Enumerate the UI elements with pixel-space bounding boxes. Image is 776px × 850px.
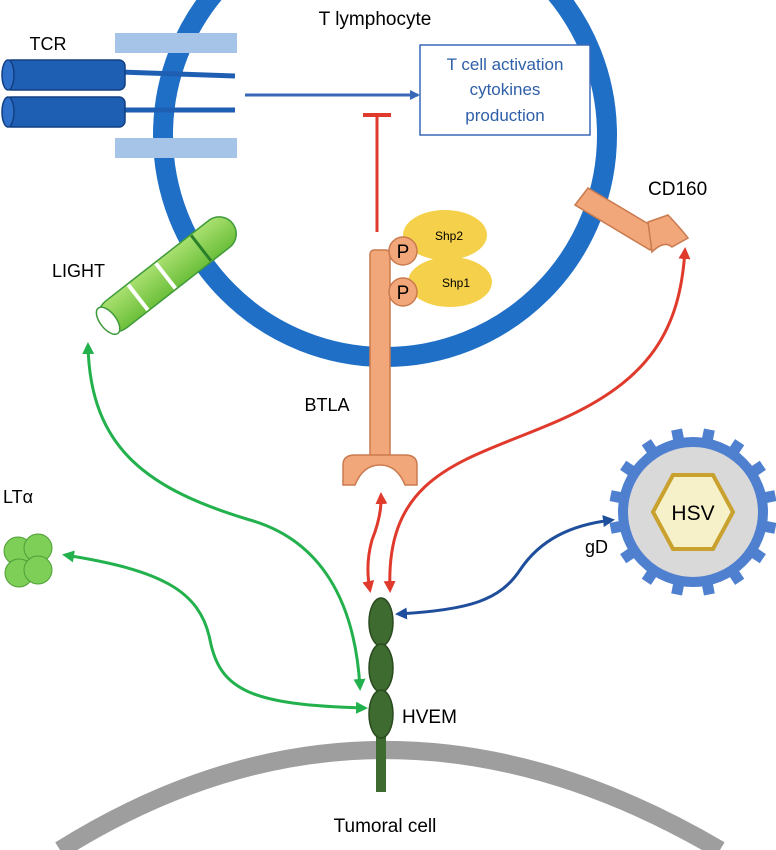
- light-segment-1: [126, 283, 150, 312]
- activation-label-line1: T cell activation: [447, 55, 564, 74]
- tcr-band-bottom: [115, 138, 237, 158]
- arrow-hvem-gd: [395, 515, 615, 620]
- activation-label-line3: production: [465, 106, 544, 125]
- hsv-label: HSV: [671, 502, 714, 525]
- btla-head: [342, 454, 418, 486]
- shp2-label: Shp2: [435, 229, 463, 243]
- arrow-hvem-btla: [362, 492, 388, 593]
- arrow-hvem-cd160: [383, 247, 691, 593]
- gd-label: gD: [585, 537, 608, 557]
- shp1-label: Shp1: [442, 276, 470, 290]
- arrow-hvem-lta: [62, 550, 368, 714]
- tcr-chain-lower: [4, 96, 126, 128]
- light-end: [95, 306, 121, 336]
- lta-label: LTα: [3, 487, 33, 507]
- btla-stalk: [369, 249, 391, 461]
- cd160-label: CD160: [648, 179, 707, 200]
- light-label: LIGHT: [52, 261, 105, 281]
- phospho-1-label: P: [397, 242, 410, 263]
- t-lymphocyte-label: T lymphocyte: [319, 9, 432, 30]
- btla-label: BTLA: [304, 395, 349, 415]
- hvem-receptor: [368, 597, 394, 792]
- hvem-label: HVEM: [402, 707, 457, 728]
- light-segment-3: [190, 234, 213, 262]
- hvem-domain-1: [368, 597, 394, 647]
- activation-label-line2: cytokines: [470, 80, 541, 99]
- light-ligand: [95, 216, 237, 336]
- activation-box: [419, 44, 591, 136]
- hvem-domain-2: [368, 643, 394, 693]
- light-segment-2: [154, 261, 178, 290]
- tcr-receptor: [1, 33, 237, 158]
- tcr-band-top: [115, 33, 237, 53]
- tcr-chain-upper: [4, 59, 126, 91]
- tcr-stalk-upper: [119, 69, 236, 79]
- lta-sphere-4: [23, 555, 53, 585]
- phospho-2-label: P: [397, 283, 410, 304]
- tcr-label: TCR: [30, 34, 67, 54]
- cd160-head: [647, 214, 690, 254]
- hvem-domain-3: [368, 689, 394, 739]
- tcr-chain-upper-cap: [1, 59, 15, 91]
- lta-trimer: [3, 533, 53, 588]
- tcr-chain-lower-cap: [1, 96, 15, 128]
- tumoral-cell-label: Tumoral cell: [334, 816, 437, 837]
